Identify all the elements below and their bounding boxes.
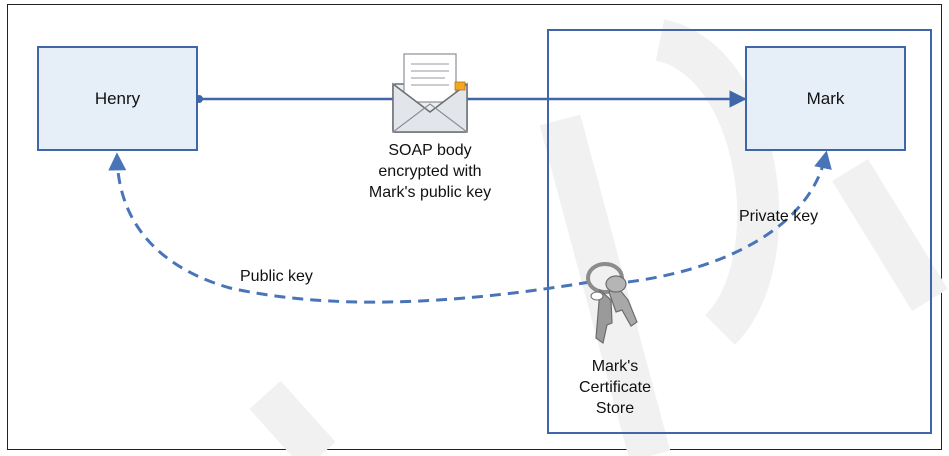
message-caption-line1: SOAP body (388, 142, 472, 159)
mark-node: Mark (745, 46, 906, 151)
store-caption-line1: Mark's (591, 358, 639, 375)
public-key-label: Public key (240, 268, 313, 285)
mark-label: Mark (806, 88, 845, 108)
private-key-label: Private key (739, 208, 819, 225)
public-key-arrow (108, 152, 591, 304)
diagram-frame (7, 4, 942, 450)
certificate-store-container (547, 29, 932, 434)
store-caption-line3: Store (595, 400, 635, 417)
private-key-arrow (627, 150, 832, 284)
message-caption: SOAP body encrypted with Mark's public k… (350, 140, 510, 203)
store-caption-line2: Certificate (578, 379, 652, 396)
henry-label: Henry (94, 88, 141, 108)
certificate-store-caption: Mark's Certificate Store (565, 356, 665, 419)
henry-node: Henry (37, 46, 198, 151)
message-caption-line3: Mark's public key (368, 184, 492, 201)
envelope-icon (392, 53, 468, 133)
keys-icon (586, 262, 638, 345)
message-caption-line2: encrypted with (378, 163, 482, 180)
